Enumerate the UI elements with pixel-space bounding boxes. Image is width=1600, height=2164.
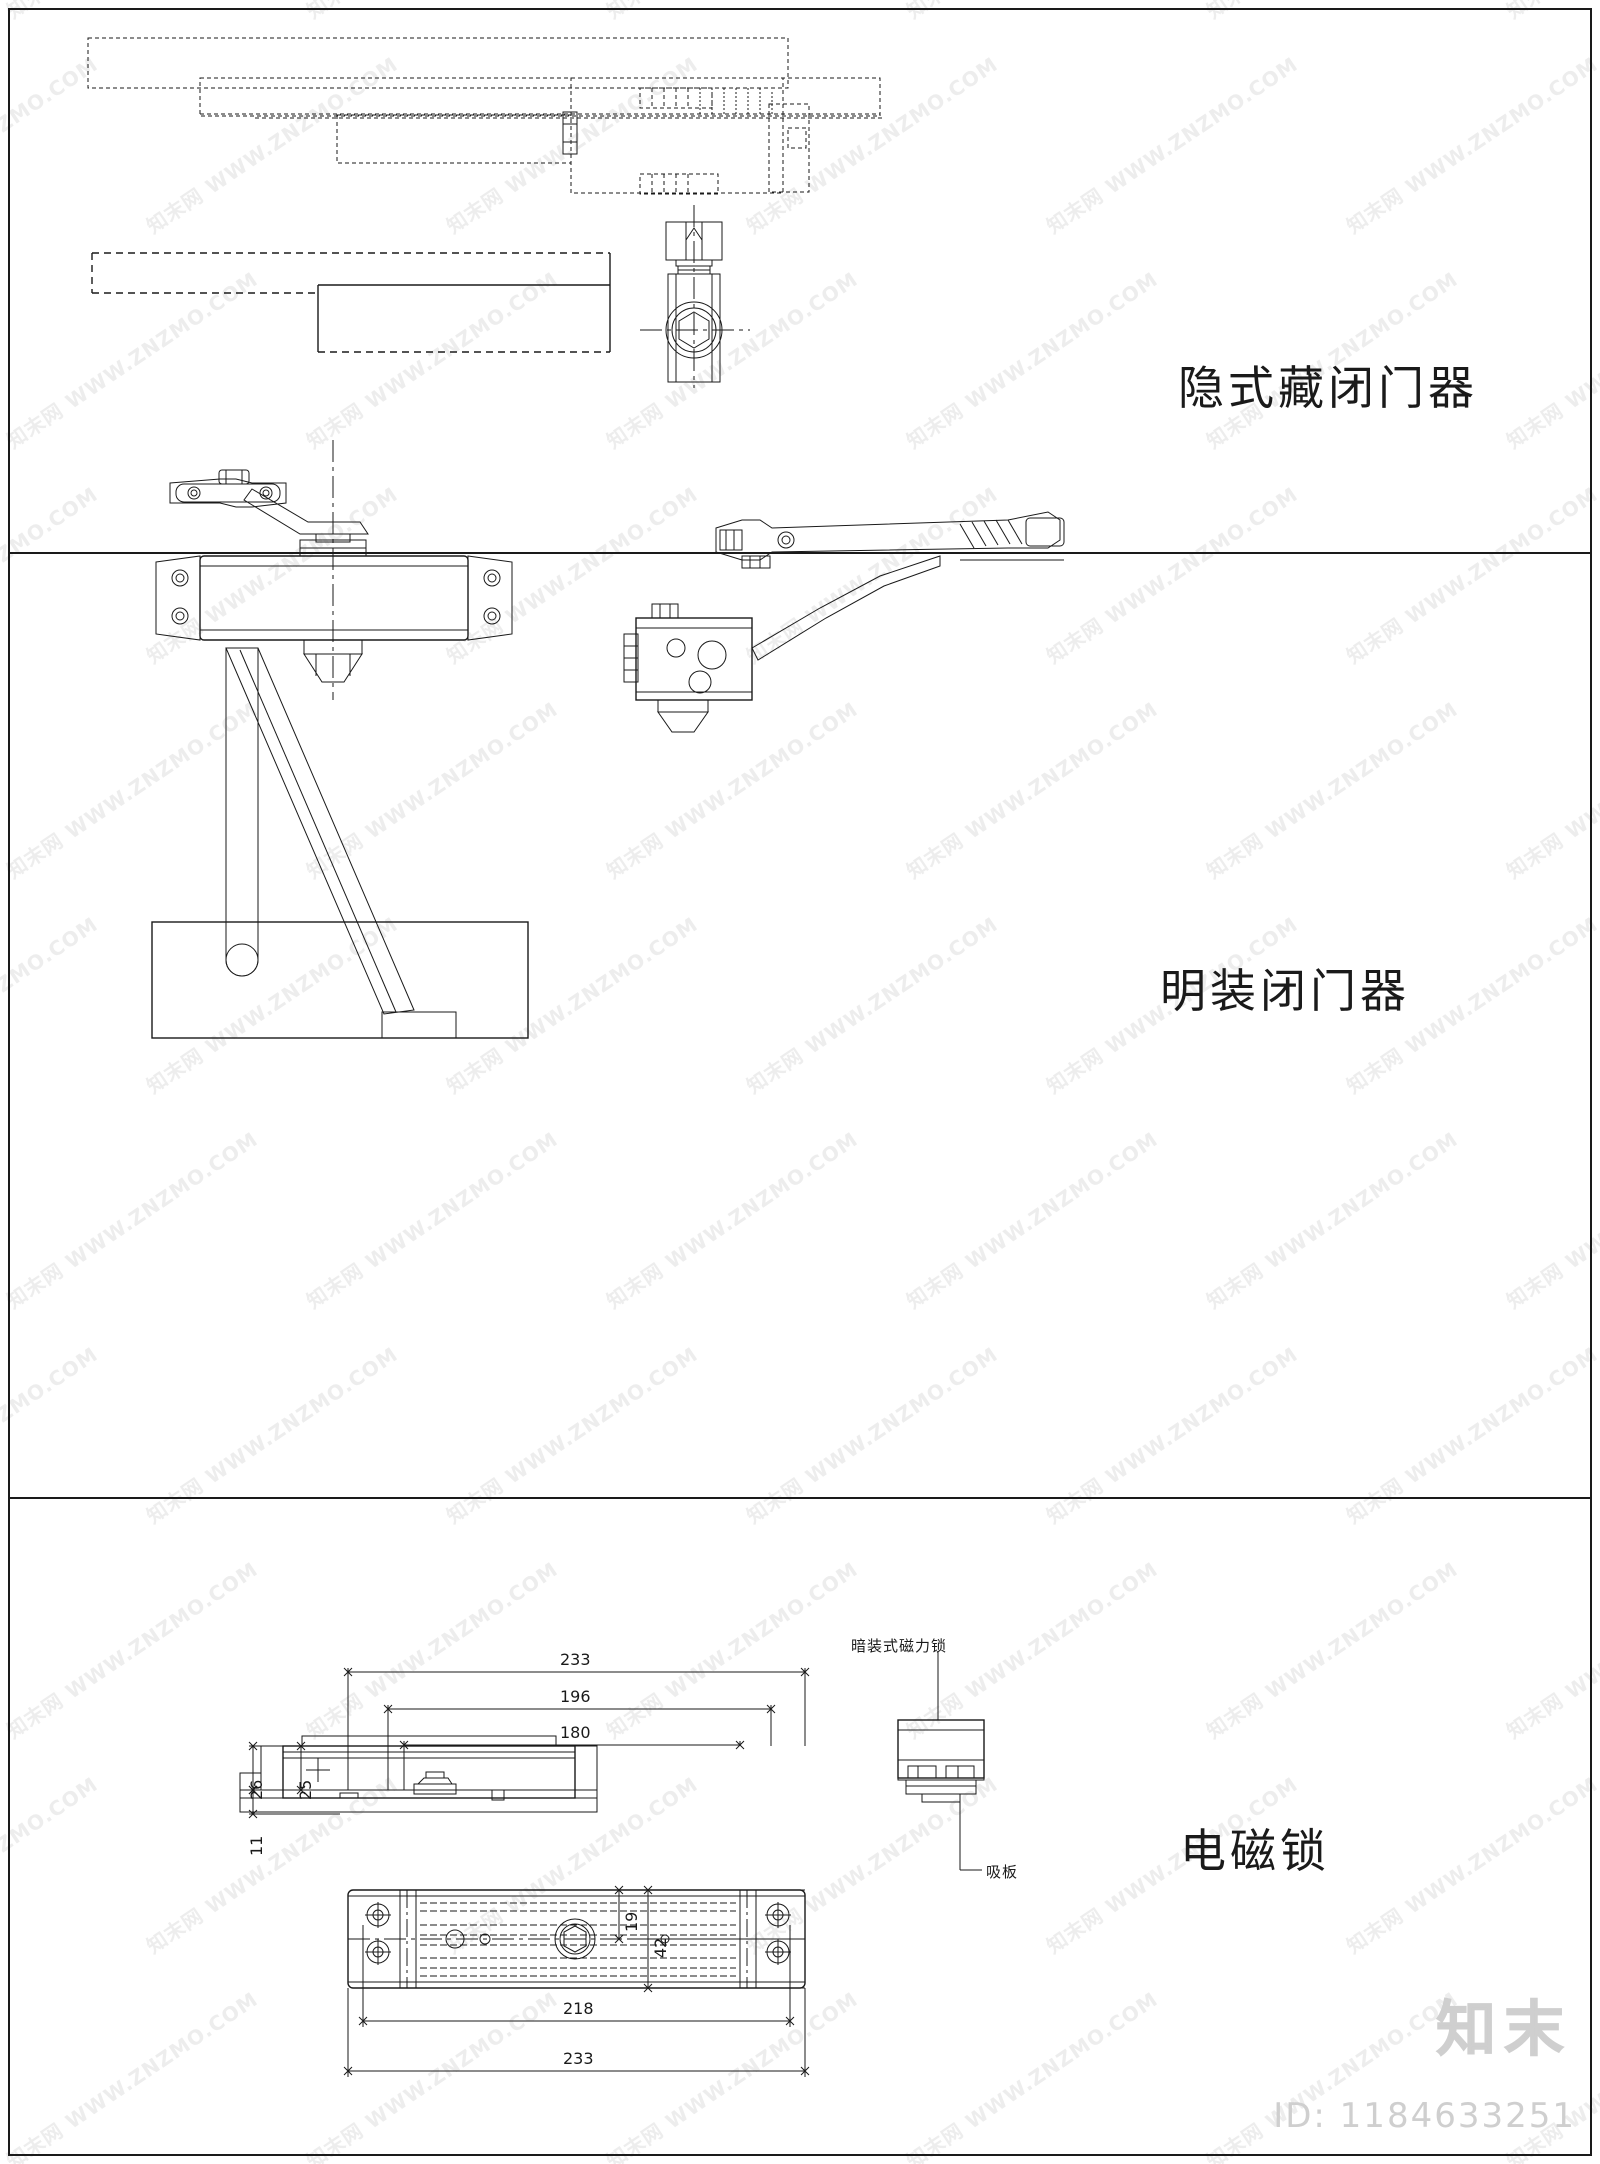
dimension-196-side: 196 [560,1687,591,1706]
panel-title-concealed-closer: 隐式藏闭门器 [1178,361,1478,415]
top-bracket-detail [639,87,713,109]
track-hatch [699,88,773,114]
right-side-block [768,103,810,193]
left-mounting-plate [155,555,201,641]
concealed-closer-drawing [87,37,884,388]
dimension-11-side: 11 [247,1835,266,1856]
closer-body [199,555,469,641]
maglock-dimensions-elevation [248,1667,810,1819]
pivot-detail [562,111,578,155]
concealed-body-hidden-box [570,77,784,194]
bottom-bracket-detail [639,173,719,195]
closer-body-side [623,603,753,733]
brand-id-text: ID: 1184633251 [1273,2096,1576,2136]
bottom-spindle [303,639,363,683]
dimension-42-plan: 42 [651,1937,670,1958]
concealed-elevation [91,252,611,353]
concealed-arm-hidden-box [336,114,572,164]
right-mounting-plate [467,555,513,641]
panel-title-magnetic-lock: 电磁锁 [1180,1824,1330,1878]
maglock-side-elevation [239,1735,598,1813]
top-arm-bracket [169,469,287,508]
panel-title-surface-closer: 明装闭门器 [1160,964,1410,1018]
link-arm [243,488,369,535]
dimension-218-plan: 218 [563,1999,594,2018]
surface-closer-front-view [151,440,529,1039]
dimension-233-side: 233 [560,1650,591,1669]
surface-closer-drawing [151,440,1065,1039]
upper-arm-assembly [715,511,1065,569]
concealed-hidden-outline-upper [87,37,881,117]
magnetic-lock-drawing [239,1651,985,2077]
brand-logo: 知末 [1436,1995,1572,2066]
closer-arm-long [225,647,415,1015]
concealed-spindle-detail [640,205,750,388]
arm-foot-plate [381,1011,457,1039]
maglock-plan-view [347,1889,806,1989]
maglock-dimensions-plan [343,1885,810,2077]
annotation-armature-plate: 吸板 [986,1863,1019,1881]
dimension-180-side: 180 [560,1723,591,1742]
armature-plate-detail [897,1651,985,1871]
dimension-25-side: 25 [296,1779,315,1800]
dimension-19-plan: 19 [622,1911,641,1932]
bent-connecting-arm [751,555,941,661]
annotation-concealed-magnetic-lock: 暗装式磁力锁 [851,1637,948,1655]
sheet-frame [8,8,1592,2156]
dimension-26-side: 26 [247,1779,266,1800]
door-panel-outline [151,921,529,1039]
dimension-233-plan: 233 [563,2049,594,2068]
surface-closer-side-view [623,511,1065,733]
